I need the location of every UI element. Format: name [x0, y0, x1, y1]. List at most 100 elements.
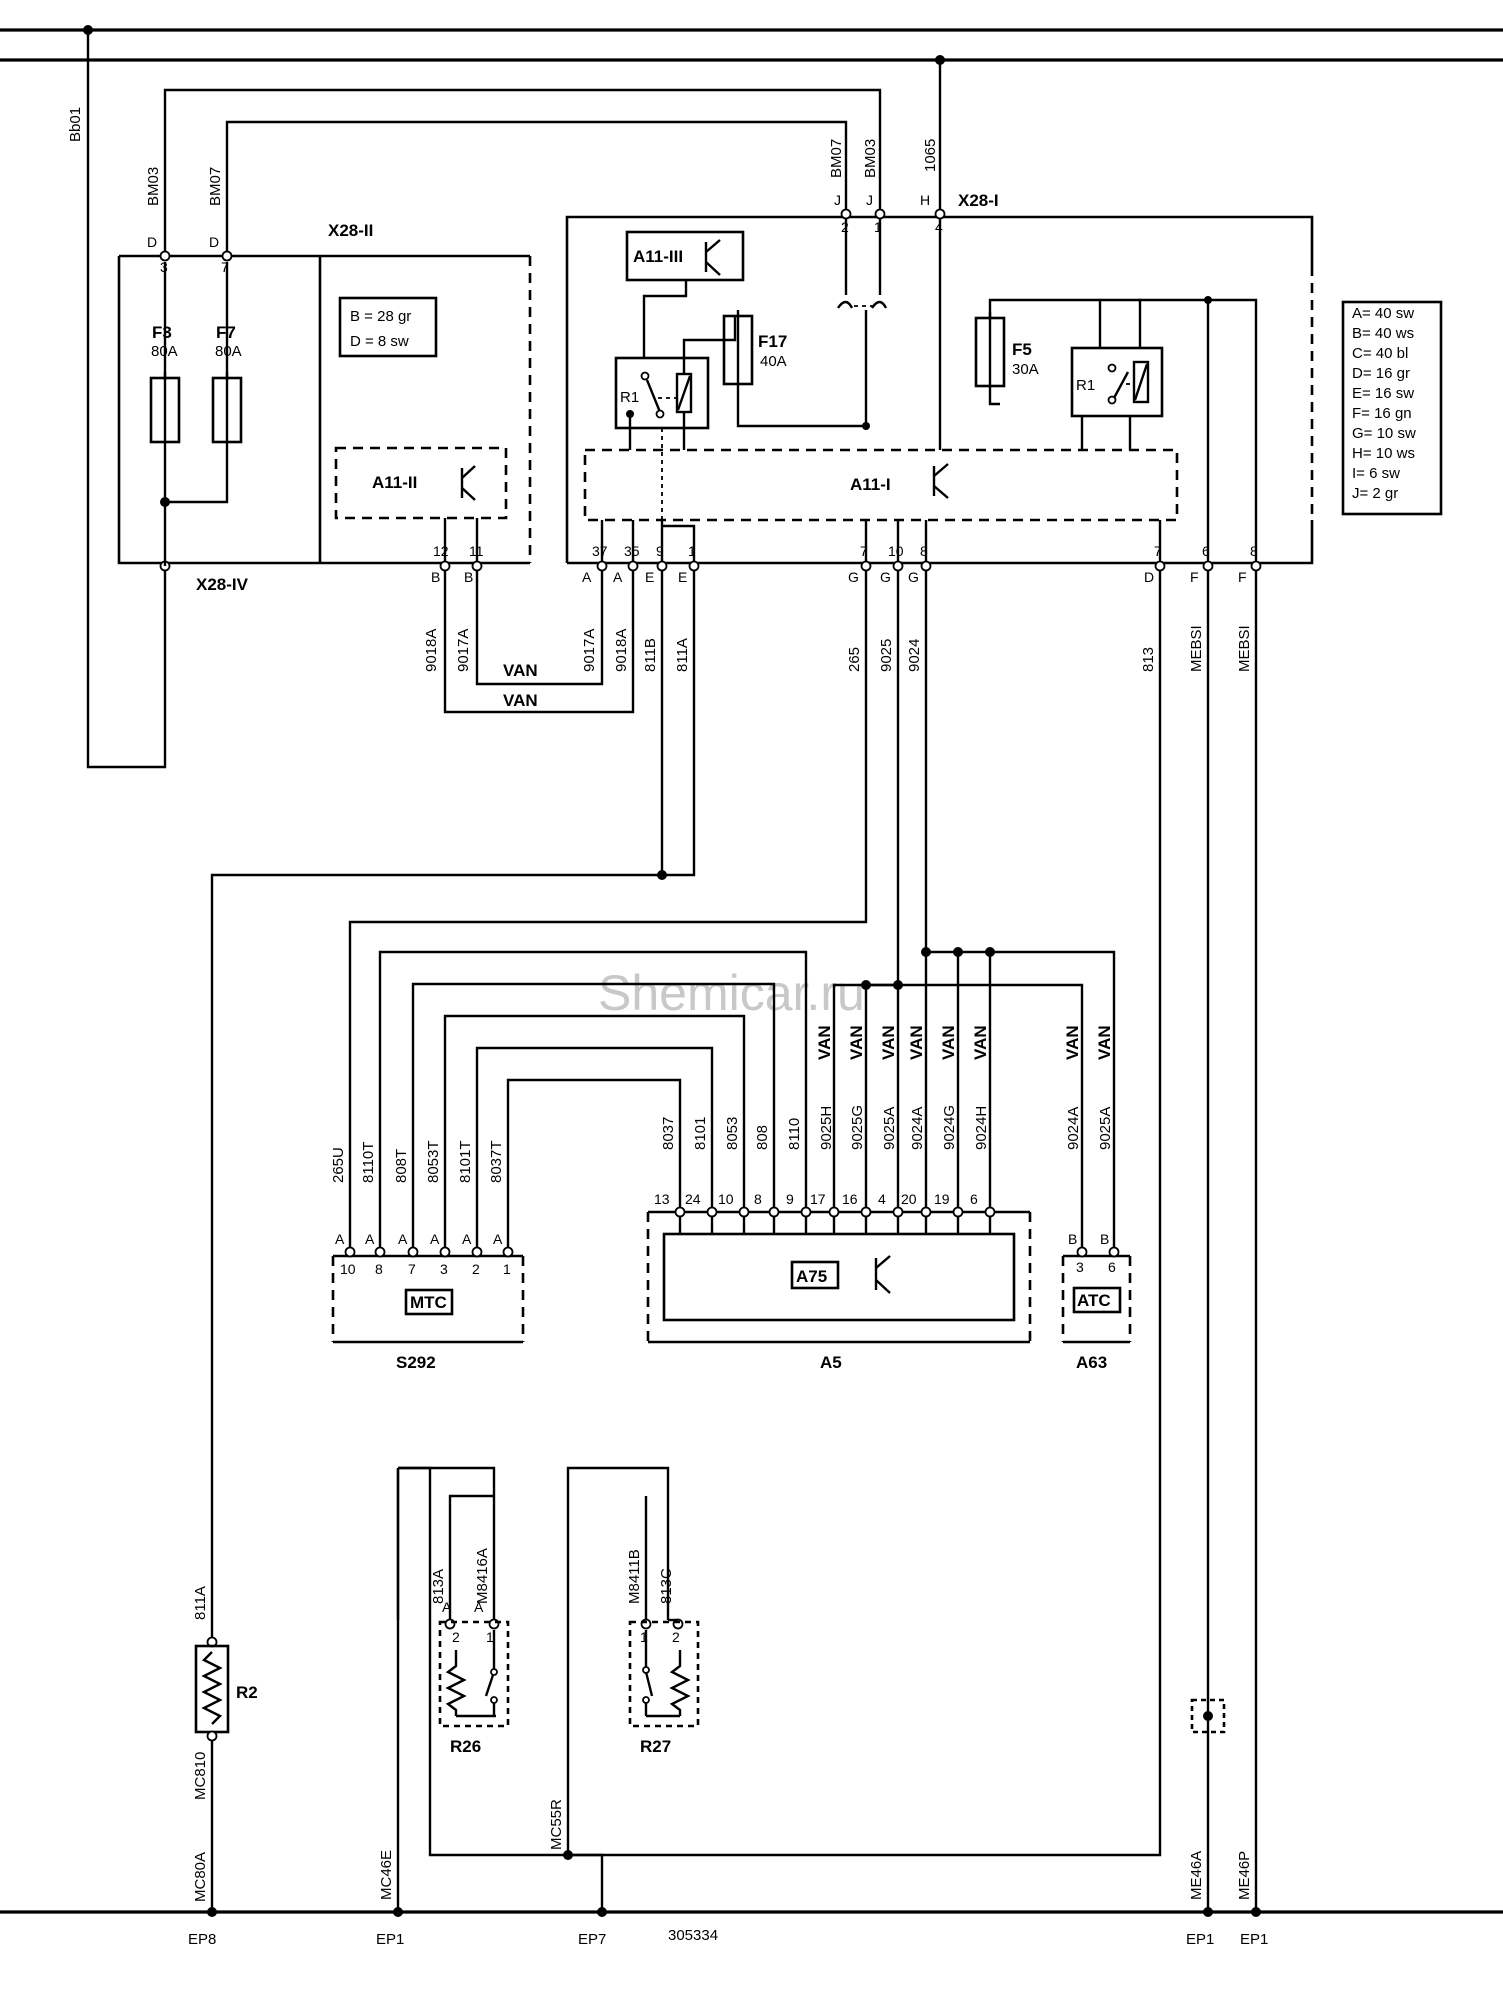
svg-text:B= 40 ws: B= 40 ws	[1352, 325, 1414, 342]
svg-text:8101: 8101	[692, 1117, 709, 1150]
svg-text:A: A	[430, 1231, 440, 1247]
svg-text:A: A	[398, 1231, 408, 1247]
svg-text:2: 2	[672, 1629, 680, 1645]
svg-text:8110: 8110	[786, 1118, 803, 1150]
svg-text:B: B	[431, 569, 440, 585]
svg-text:BM03: BM03	[145, 167, 162, 206]
mtc-label: MTC	[410, 1293, 447, 1312]
a5-label: A5	[820, 1353, 842, 1372]
svg-text:J= 2 gr: J= 2 gr	[1352, 485, 1398, 502]
svg-text:19: 19	[934, 1191, 950, 1207]
svg-text:9025: 9025	[878, 639, 895, 672]
svg-text:A: A	[442, 1599, 452, 1615]
svg-text:9024A: 9024A	[909, 1107, 926, 1150]
svg-text:Bb01: Bb01	[67, 107, 84, 142]
svg-text:30A: 30A	[1012, 361, 1039, 378]
wire-9024: 9024	[906, 570, 928, 952]
a11-ii-transistor-icon	[460, 465, 476, 501]
atc-label: ATC	[1077, 1291, 1111, 1310]
wire-1065: 1065	[922, 60, 942, 214]
wire-mebsi-1: MEBSI ME46A EP1	[1186, 570, 1226, 1948]
svg-text:1065: 1065	[922, 139, 939, 172]
svg-text:80A: 80A	[215, 343, 242, 360]
svg-text:D = 8 sw: D = 8 sw	[350, 333, 409, 350]
document-number: 305334	[668, 1927, 718, 1944]
svg-text:1: 1	[503, 1261, 511, 1277]
x28-iv-block: X28-IV X28-II D 3 D 7 F3 80A F7 80A B = …	[117, 221, 532, 594]
svg-text:9: 9	[656, 543, 664, 559]
svg-text:A: A	[462, 1231, 472, 1247]
r27-unit: M8411B 813C 1 2 R27 MC55R EP7	[548, 1466, 700, 1948]
svg-text:9018A: 9018A	[423, 629, 440, 672]
svg-text:BM07: BM07	[828, 139, 845, 178]
svg-text:811A: 811A	[192, 1586, 209, 1620]
svg-text:35: 35	[624, 543, 640, 559]
svg-text:MEBSI: MEBSI	[1188, 625, 1205, 672]
svg-text:3: 3	[1076, 1259, 1084, 1275]
svg-text:8: 8	[920, 543, 928, 559]
svg-text:J: J	[866, 192, 873, 208]
svg-text:A11-I: A11-I	[850, 475, 891, 494]
svg-text:813: 813	[1140, 647, 1157, 672]
svg-text:MC46E: MC46E	[378, 1850, 395, 1900]
a63-label: A63	[1076, 1353, 1107, 1372]
svg-text:2: 2	[472, 1261, 480, 1277]
svg-text:EP1: EP1	[1186, 1931, 1214, 1948]
van-bus-link: 9018A 9017A 9017A 9018A VAN VAN	[423, 570, 635, 714]
svg-text:M8411B: M8411B	[626, 1549, 643, 1604]
svg-text:8101T: 8101T	[457, 1140, 474, 1183]
svg-text:8: 8	[754, 1191, 762, 1207]
svg-text:9024A: 9024A	[1065, 1107, 1082, 1150]
svg-text:A11-II: A11-II	[372, 473, 417, 492]
svg-text:10: 10	[340, 1261, 356, 1277]
resistor-r2: R2 MC810 MC80A EP8	[188, 1636, 258, 1948]
watermark-text: Shemicar.ru	[598, 965, 865, 1021]
svg-text:B: B	[464, 569, 473, 585]
s292-label: S292	[396, 1353, 436, 1372]
svg-text:7: 7	[221, 259, 229, 275]
wire-bb01: Bb01	[67, 30, 167, 769]
svg-text:M8416A: M8416A	[474, 1548, 491, 1604]
r27-label: R27	[640, 1737, 671, 1756]
wire-mebsi-2: MEBSI ME46P EP1	[1236, 570, 1268, 1948]
r26-unit: 813A M8416A A A 2 1 R26 MC46E EP1	[376, 1466, 510, 1948]
svg-text:8110T: 8110T	[360, 1142, 377, 1183]
svg-text:MC810: MC810	[192, 1752, 209, 1800]
svg-text:9: 9	[786, 1191, 794, 1207]
a5-pins: 13 24 10 8 9 17 16 4 20 19 6	[654, 1191, 996, 1234]
svg-text:813A: 813A	[430, 1569, 447, 1604]
svg-text:3: 3	[440, 1261, 448, 1277]
svg-text:G: G	[880, 569, 891, 585]
svg-text:A: A	[493, 1231, 503, 1247]
svg-text:BM07: BM07	[207, 167, 224, 206]
svg-text:9024H: 9024H	[973, 1106, 990, 1150]
svg-text:H= 10 ws: H= 10 ws	[1352, 445, 1415, 462]
svg-text:265U: 265U	[330, 1147, 347, 1183]
svg-text:B = 28 gr: B = 28 gr	[350, 308, 411, 325]
power-rails	[0, 25, 1503, 1914]
svg-text:1: 1	[688, 543, 696, 559]
svg-text:MC55R: MC55R	[548, 1799, 565, 1850]
svg-text:6: 6	[1108, 1259, 1116, 1275]
svg-text:2: 2	[452, 1629, 460, 1645]
svg-text:VAN: VAN	[503, 661, 538, 680]
svg-text:1: 1	[486, 1629, 494, 1645]
s292-mtc-unit: A A A A A A 10 8 7 3 2 1 MTC S292	[331, 1231, 525, 1372]
svg-text:D= 16 gr: D= 16 gr	[1352, 365, 1410, 382]
f17-label: F17	[758, 332, 787, 351]
svg-text:EP1: EP1	[376, 1931, 404, 1948]
svg-text:10: 10	[718, 1191, 734, 1207]
svg-text:9017A: 9017A	[455, 629, 472, 672]
svg-text:24: 24	[685, 1191, 701, 1207]
svg-text:6: 6	[970, 1191, 978, 1207]
svg-text:40A: 40A	[760, 353, 787, 370]
svg-text:A11-III: A11-III	[633, 247, 683, 266]
svg-text:ME46P: ME46P	[1236, 1851, 1253, 1900]
svg-text:9025H: 9025H	[818, 1106, 835, 1150]
svg-text:F: F	[1238, 569, 1247, 585]
svg-text:9018A: 9018A	[613, 629, 630, 672]
svg-text:R1: R1	[620, 389, 639, 406]
svg-text:1: 1	[874, 219, 882, 235]
svg-text:265: 265	[846, 647, 863, 672]
